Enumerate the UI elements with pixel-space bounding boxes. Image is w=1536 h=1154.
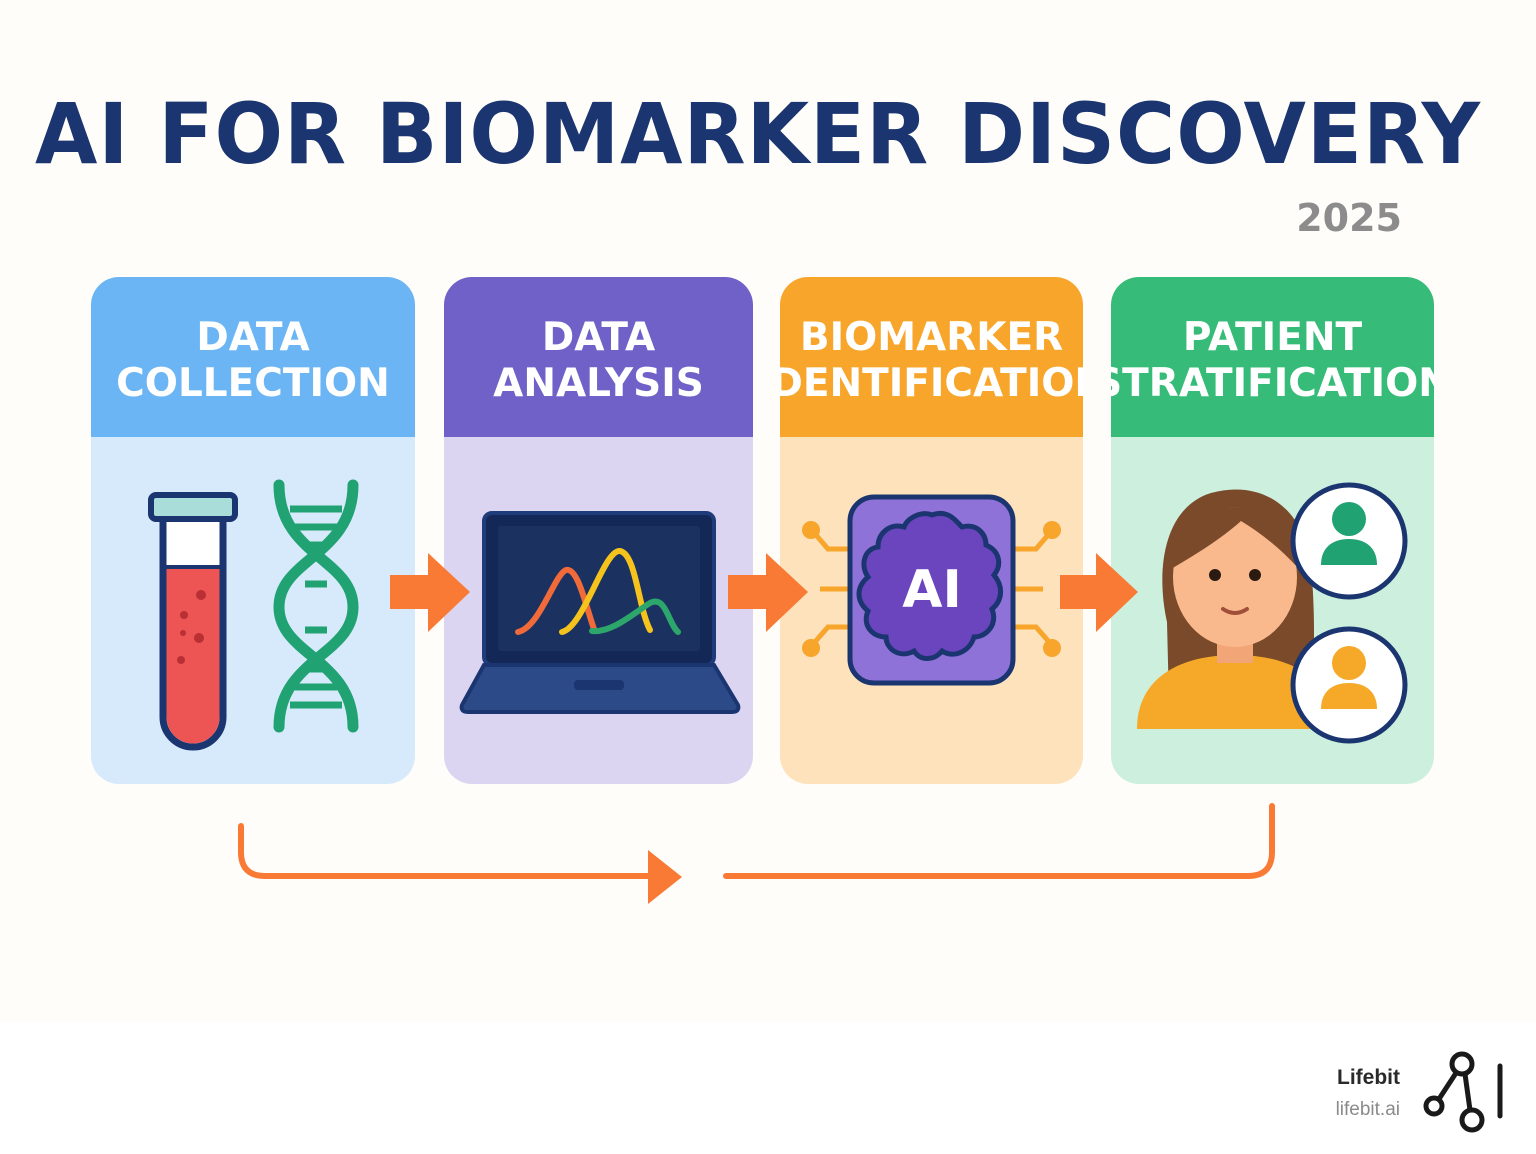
chip-label: AI [902,560,962,620]
user-icon [1290,626,1408,744]
step-header: DATA COLLECTION [91,277,415,437]
ai-brain-chip-icon: AI [847,494,1016,686]
step-header: BIOMARKER IDENTIFICATION [780,277,1083,437]
step-body [444,437,753,784]
step-title-line1: DATA [541,315,656,360]
step-card-data-analysis: DATA ANALYSIS [444,277,753,784]
step-card-patient-stratification: PATIENT STRATIFICATION [1111,277,1434,784]
patient-icon [1137,489,1333,729]
step-title-line2: STRATIFICATION [1111,361,1434,406]
brand-url: lifebit.ai [1335,1099,1400,1120]
step-title-line1: DATA [196,315,310,360]
test-tube-icon [148,492,238,751]
circuit-nodes-icon [802,521,1061,657]
step-body: AI [780,437,1083,784]
dna-icon [273,479,359,733]
user-icon [1290,482,1408,600]
step-body [91,437,415,784]
step-title-line1: BIOMARKER [799,315,1064,360]
step-title-line2: ANALYSIS [493,361,704,406]
step-card-biomarker-identification: BIOMARKER IDENTIFICATION AI [780,277,1083,784]
step-body [1111,437,1434,784]
feedback-loop-arrow [238,803,1275,879]
step-title-line2: COLLECTION [116,361,390,406]
step-header: PATIENT STRATIFICATION [1111,277,1434,437]
circuit-lines-icon [812,533,1052,645]
year-label: 2025 [1296,196,1402,240]
step-title-line1: PATIENT [1182,315,1363,360]
step-title-line2: IDENTIFICATION [780,361,1083,406]
page-title: AI FOR BIOMARKER DISCOVERY [35,85,1481,183]
arrow-head-icon [648,850,682,904]
step-card-data-collection: DATA COLLECTION [91,277,415,784]
step-header: DATA ANALYSIS [444,277,753,437]
laptop-chart-icon [459,511,741,714]
lifebit-logo-icon [1423,1051,1503,1133]
footer-band [0,1022,1536,1154]
brand-name: Lifebit [1337,1066,1400,1089]
